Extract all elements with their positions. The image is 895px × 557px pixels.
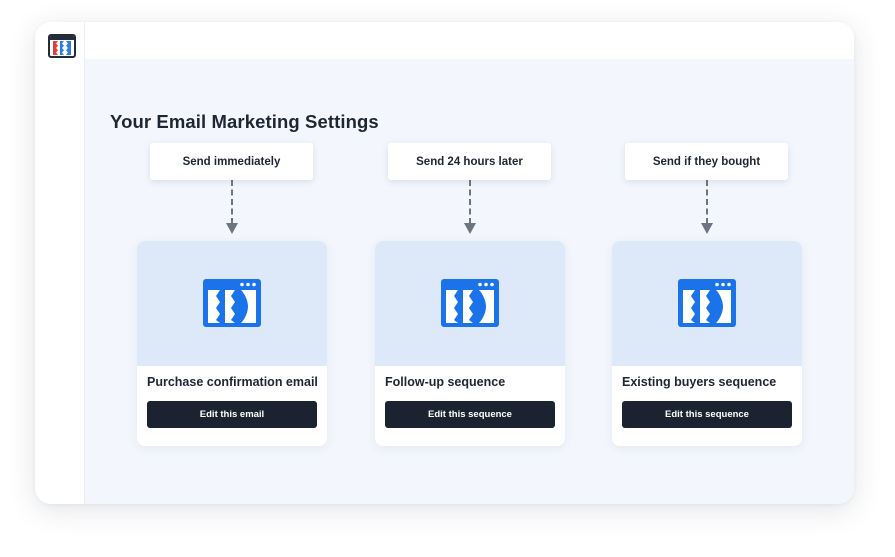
edit-sequence-button[interactable]: Edit this sequence (622, 401, 792, 428)
main-content: Your Email Marketing Settings Send immed… (85, 59, 854, 504)
email-column-1: Send immediately Purchase confirmation e (137, 143, 327, 470)
edit-sequence-button[interactable]: Edit this sequence (385, 401, 555, 428)
clickfunnels-logo-icon (678, 279, 736, 327)
arrow-down-icon (226, 223, 238, 234)
email-card: Purchase confirmation email Edit this em… (137, 241, 327, 446)
card-media (375, 241, 565, 366)
clickfunnels-logo-icon (441, 279, 499, 327)
app-window: Your Email Marketing Settings Send immed… (35, 22, 854, 504)
dashed-connector (706, 180, 708, 224)
arrow-down-icon (464, 223, 476, 234)
trigger-label-box[interactable]: Send immediately (150, 143, 313, 180)
clickfunnels-logo-icon[interactable] (48, 34, 76, 58)
trigger-label-box[interactable]: Send 24 hours later (388, 143, 551, 180)
page-title: Your Email Marketing Settings (110, 111, 379, 132)
sidebar (35, 22, 85, 504)
clickfunnels-logo-icon (203, 279, 261, 327)
email-column-2: Send 24 hours later Follow-up sequence (375, 143, 565, 470)
email-card: Existing buyers sequence Edit this seque… (612, 241, 802, 446)
card-title: Purchase confirmation email (147, 375, 318, 389)
edit-email-button[interactable]: Edit this email (147, 401, 317, 428)
email-card: Follow-up sequence Edit this sequence (375, 241, 565, 446)
dashed-connector (469, 180, 471, 224)
arrow-down-icon (701, 223, 713, 234)
card-media (137, 241, 327, 366)
top-bar (85, 22, 854, 59)
card-media (612, 241, 802, 366)
card-title: Follow-up sequence (385, 375, 506, 389)
trigger-label-box[interactable]: Send if they bought (625, 143, 788, 180)
email-column-3: Send if they bought Existing buyers sequ (612, 143, 802, 470)
dashed-connector (231, 180, 233, 224)
card-title: Existing buyers sequence (622, 375, 777, 389)
